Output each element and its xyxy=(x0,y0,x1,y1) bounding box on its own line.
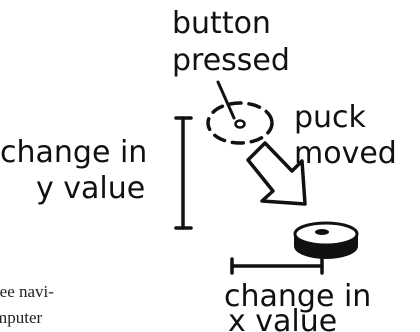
label-x-value-line2: x value xyxy=(228,304,337,332)
button-center-dot xyxy=(234,119,246,129)
movement-arrow xyxy=(246,141,307,206)
label-change-in-y-line1: change in xyxy=(0,135,147,170)
x-change-measure-bar xyxy=(230,257,324,275)
body-text-fragment-2: mputer xyxy=(0,308,42,327)
label-y-value-line2: y value xyxy=(36,171,145,206)
button-pointer-line xyxy=(216,80,236,120)
label-puck-line1: puck xyxy=(294,100,367,135)
puck-icon xyxy=(293,221,359,259)
label-change-in-x-line1: change in xyxy=(224,279,371,314)
label-pressed-line2: pressed xyxy=(172,43,290,78)
button-press-dashed-circle xyxy=(206,101,274,145)
body-text-fragment-1: ree navi- xyxy=(0,282,54,301)
label-button-line1: button xyxy=(172,6,271,41)
y-change-measure-bar xyxy=(174,116,193,230)
label-moved-line2: moved xyxy=(294,136,397,171)
